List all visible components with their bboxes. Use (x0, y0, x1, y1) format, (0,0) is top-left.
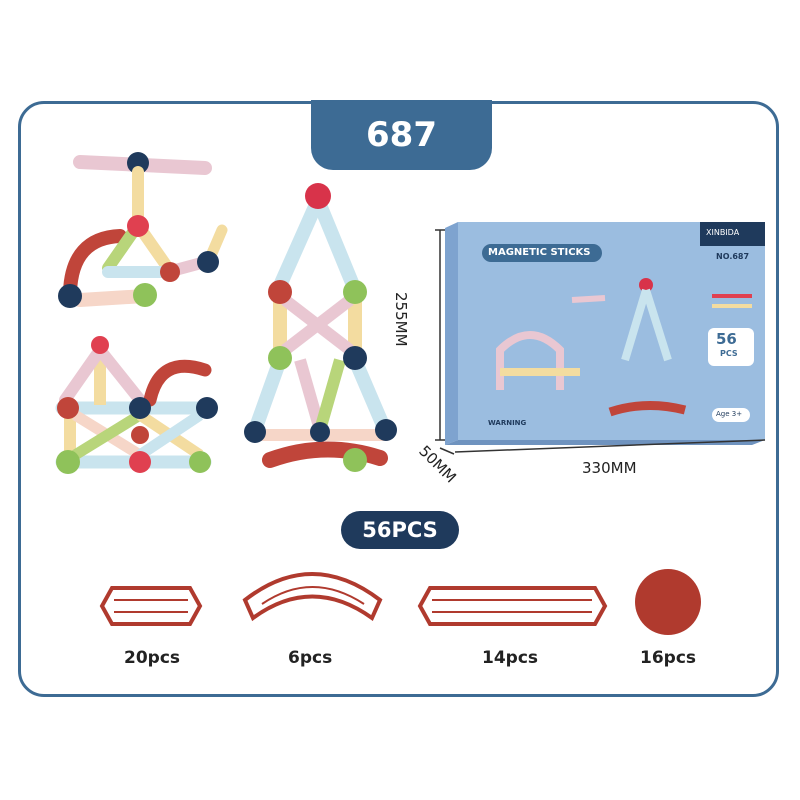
height-dimension: 255MM (392, 292, 410, 347)
piece-icons (99, 572, 608, 626)
helicopter-model (58, 152, 228, 308)
curved-stick-count: 6pcs (288, 648, 333, 668)
tower-model (244, 183, 397, 472)
box-pcs-label: PCS (720, 349, 738, 358)
short-stick-icon (99, 586, 203, 626)
ball-count: 16pcs (640, 648, 697, 668)
box-age: Age 3+ (716, 410, 743, 418)
model-number: 687 (366, 115, 437, 155)
total-pieces-label: 56PCS (362, 518, 438, 542)
dimension-lines (435, 229, 766, 455)
width-dimension: 330MM (582, 459, 637, 477)
box-title: MAGNETIC STICKS (488, 247, 591, 258)
model-number-tab: 687 (311, 100, 492, 170)
box-pcs-number: 56 (716, 330, 737, 348)
arch-model (55, 336, 218, 474)
product-box (445, 222, 765, 445)
curved-stick-icon (242, 572, 383, 622)
total-pieces-badge: 56PCS (341, 511, 459, 549)
short-stick-count: 20pcs (124, 648, 181, 668)
long-stick-count: 14pcs (482, 648, 539, 668)
ball-icon (635, 569, 701, 635)
box-warning: WARNING (488, 419, 527, 427)
box-model: NO.687 (716, 252, 750, 261)
long-stick-icon (417, 586, 608, 626)
box-brand: XINBIDA (706, 228, 740, 237)
